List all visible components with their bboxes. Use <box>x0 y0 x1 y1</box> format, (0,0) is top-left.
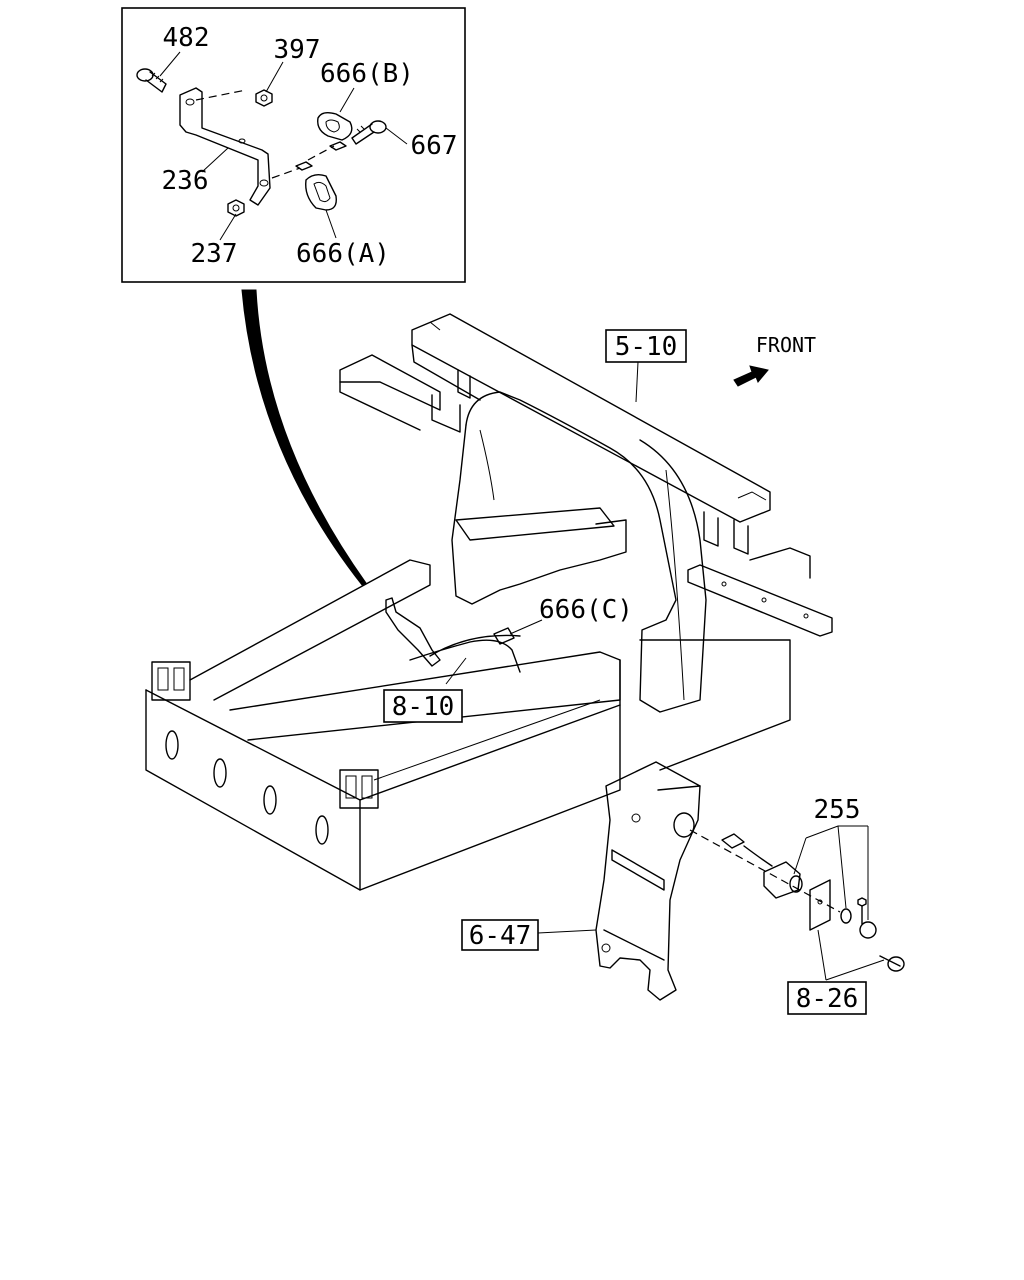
ref-box-8-10: 8-10 <box>383 689 463 723</box>
label-666c: 666(C) <box>539 595 633 625</box>
upper-crossmember-drawing <box>339 313 833 771</box>
ref-box-6-47: 6-47 <box>461 919 539 951</box>
bracket-236-drawing <box>179 87 271 206</box>
ref-6-47-label: 6-47 <box>469 921 532 951</box>
label-666b: 666(B) <box>320 59 414 89</box>
label-482: 482 <box>163 23 210 53</box>
label-667: 667 <box>411 131 458 161</box>
bolt-482-drawing <box>136 68 167 93</box>
ref-8-26-label: 8-26 <box>796 984 859 1014</box>
label-666a: 666(A) <box>296 239 390 269</box>
clip-666b-drawing <box>317 111 353 151</box>
nut-237-drawing <box>227 199 245 217</box>
callout-arc <box>241 289 367 586</box>
label-397: 397 <box>274 35 321 65</box>
bracket-assembly-drawing <box>537 761 905 1001</box>
ref-8-10-label: 8-10 <box>392 692 455 722</box>
ref-5-10-label: 5-10 <box>615 332 678 362</box>
front-arrow-icon <box>733 365 769 387</box>
nut-397-drawing <box>255 89 273 107</box>
lower-frame-drawing <box>145 559 621 891</box>
label-237: 237 <box>191 239 238 269</box>
front-direction-indicator: FRONT <box>733 333 816 387</box>
front-label: FRONT <box>756 333 816 357</box>
clip-666a-drawing <box>295 161 337 211</box>
ref-box-5-10: 5-10 <box>605 329 687 403</box>
bolt-667-drawing <box>351 120 387 145</box>
ref-box-8-26: 8-26 <box>787 981 867 1015</box>
label-255: 255 <box>814 795 861 825</box>
detail-inset: 482 397 666(B) 667 236 237 666(A) <box>121 7 466 283</box>
label-236: 236 <box>162 166 209 196</box>
